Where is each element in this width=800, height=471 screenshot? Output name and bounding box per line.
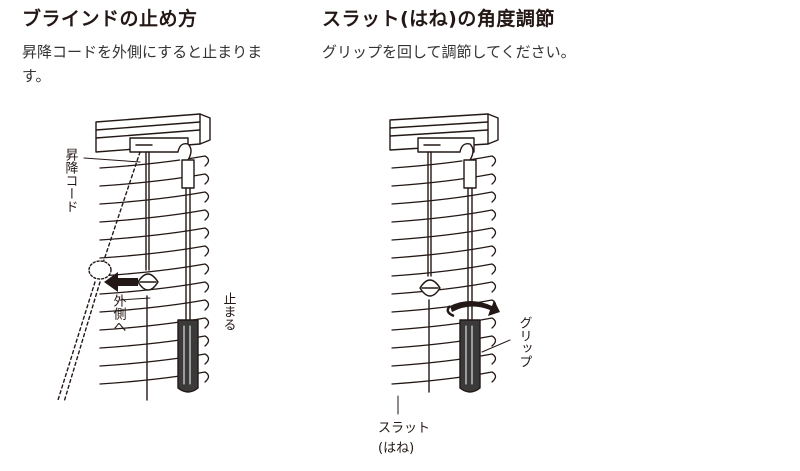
slat-label-sub: (はね) xyxy=(378,441,414,456)
slat-angle-title: スラット(はね)の角度調節 xyxy=(322,8,555,30)
lift-cord-label: 昇降コード xyxy=(63,148,79,213)
grip-label: グリップ xyxy=(517,316,533,368)
slats xyxy=(391,155,497,385)
slat-angle-section: スラット(はね)の角度調節 グリップを回して調節してください。 xyxy=(310,0,610,471)
stop-blind-section: ブラインドの止め方 昇降コードを外側にすると止まります。 xyxy=(0,0,300,471)
stop-label: 止まる xyxy=(221,292,237,331)
outside-direction-label: 外側へ xyxy=(111,294,127,333)
slat-angle-description: グリップを回して調節してください。 xyxy=(322,43,576,61)
slat-angle-illustration: グリップ スラット (はね) xyxy=(378,113,533,456)
outward-arrow-icon xyxy=(104,272,138,292)
slat-label: スラット xyxy=(378,421,430,436)
stop-blind-description: 昇降コードを外側にすると止まります。 xyxy=(22,43,263,85)
stop-blind-title: ブラインドの止め方 xyxy=(22,8,198,30)
stop-blind-illustration: 昇降コード 外側へ 止まる xyxy=(57,113,237,403)
rotate-arrow-icon xyxy=(446,300,500,318)
